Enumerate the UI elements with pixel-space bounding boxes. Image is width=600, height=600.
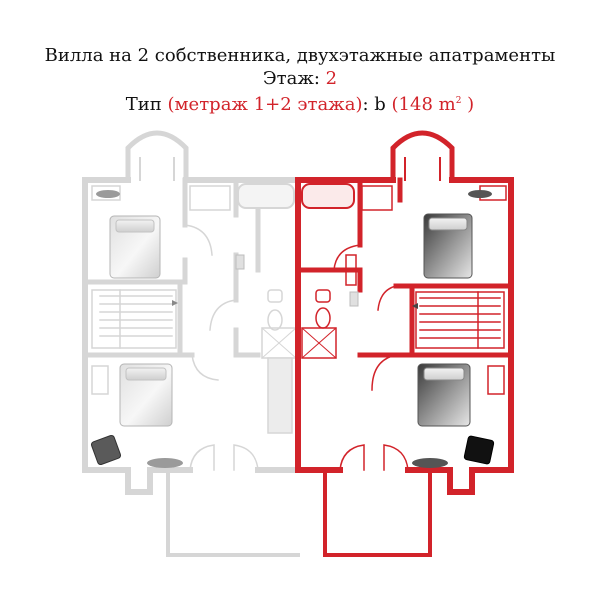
left-bed-top [109,215,161,279]
right-armchair [463,435,495,465]
right-stairs [415,291,505,349]
area-number: (148 m [391,94,456,115]
center-divider-fixtures [235,254,359,307]
right-bed-bottom [417,363,471,427]
left-lamp [96,190,120,198]
right-balcony [323,468,432,557]
right-bed-top [423,213,473,279]
area-close: ) [461,94,475,115]
area-superscript: 2 [455,96,462,106]
type-line: Тип (метраж 1+2 этажа): b (148 m2 ) [0,90,600,116]
right-bay-window [390,130,455,183]
left-bathtub [237,183,295,209]
right-internal-walls [295,177,514,358]
right-lounger [412,458,448,468]
type-separator: : b [362,94,392,115]
right-unit [295,130,514,557]
floor-value: 2 [325,68,338,89]
area-value: (148 m2 ) [392,94,475,115]
left-outer-walls [82,177,301,495]
right-lamp [468,190,492,198]
left-armchair [90,434,122,466]
left-stairs [91,289,177,349]
left-unit [82,130,301,557]
left-bay-window [125,130,189,183]
floor-label: Этаж: [262,68,326,89]
title-line: Вилла на 2 собственника, двухэтажные апа… [0,44,600,67]
title-text: Вилла на 2 собственника, двухэтажные апа… [44,45,556,66]
type-note: (метраж 1+2 этажа) [167,94,363,115]
left-internal-walls [82,177,261,358]
right-bathtub [301,183,355,209]
left-lounger [147,458,183,468]
plan-header: Вилла на 2 собственника, двухэтажные апа… [0,44,600,116]
floor-line: Этаж: 2 [0,67,600,90]
type-label: Тип [125,94,168,115]
right-outer-walls [295,177,514,495]
left-balcony [166,468,300,557]
right-shower [301,327,337,359]
left-bed-bottom [119,363,173,427]
